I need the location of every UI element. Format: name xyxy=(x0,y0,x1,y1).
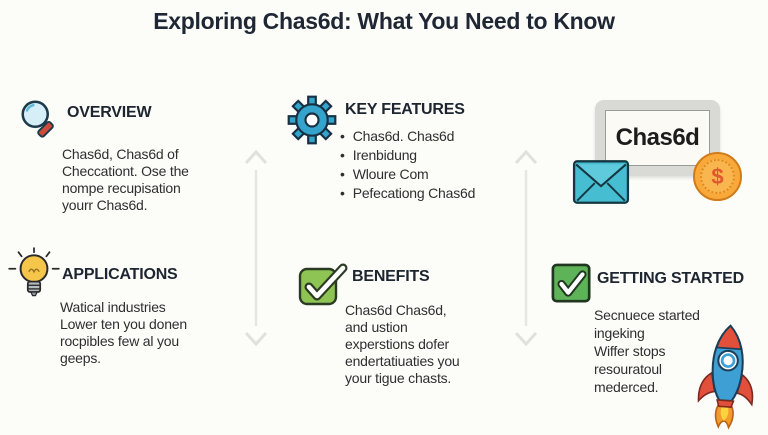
checkbox-check-icon xyxy=(551,263,593,305)
monitor-screen: Chas6d xyxy=(605,110,710,166)
feature-bullet-label: Pefecationg Chas6d xyxy=(352,185,476,201)
applications-heading: APPLICATIONS xyxy=(62,266,178,283)
overview-text: Chas6d, Chas6d of Checcationt. Ose the n… xyxy=(62,146,189,213)
dollar-symbol: $ xyxy=(711,163,724,189)
gear-icon xyxy=(286,94,338,146)
feature-bullet: Wloure Com xyxy=(338,165,508,184)
dollar-coin-icon: $ xyxy=(693,152,742,201)
checkbox-check-icon xyxy=(298,260,350,308)
envelope-icon xyxy=(572,157,630,205)
coin-inner-ring: $ xyxy=(700,159,735,194)
getting-started-text: Secnuece started ingeking Wiffer stops r… xyxy=(594,307,700,395)
key-features-heading: KEY FEATURES xyxy=(345,101,465,118)
benefits-heading: BENEFITS xyxy=(352,268,430,285)
feature-bullet: Irenbidung xyxy=(338,146,508,165)
feature-bullet-label: Irenbidung xyxy=(352,147,417,163)
feature-bullet-label: Chas6d. Chas6d xyxy=(352,128,455,144)
vertical-arrow-connector-right xyxy=(513,148,539,348)
lightbulb-icon xyxy=(6,246,62,308)
feature-bullet: Chas6d. Chas6d xyxy=(338,127,508,146)
benefits-text: Chas6d Chas6d, and ustion experstions do… xyxy=(345,302,460,386)
page-title: Exploring Chas6d: What You Need to Know xyxy=(153,8,615,34)
applications-text: Watical industries Lower ten you donen r… xyxy=(60,299,187,366)
getting-started-heading: GETTING STARTED xyxy=(597,270,744,287)
overview-heading: OVERVIEW xyxy=(67,104,152,121)
key-features-list: Chas6d. Chas6d Irenbidung Wloure Com Pef… xyxy=(338,127,508,203)
feature-bullet: Pefecationg Chas6d xyxy=(338,184,508,203)
feature-bullet-label: Wloure Com xyxy=(352,166,429,182)
rocket-icon xyxy=(688,322,766,430)
magnifier-icon xyxy=(16,96,66,146)
monitor-screen-label: Chas6d xyxy=(615,124,700,151)
vertical-arrow-connector-left xyxy=(243,148,269,348)
